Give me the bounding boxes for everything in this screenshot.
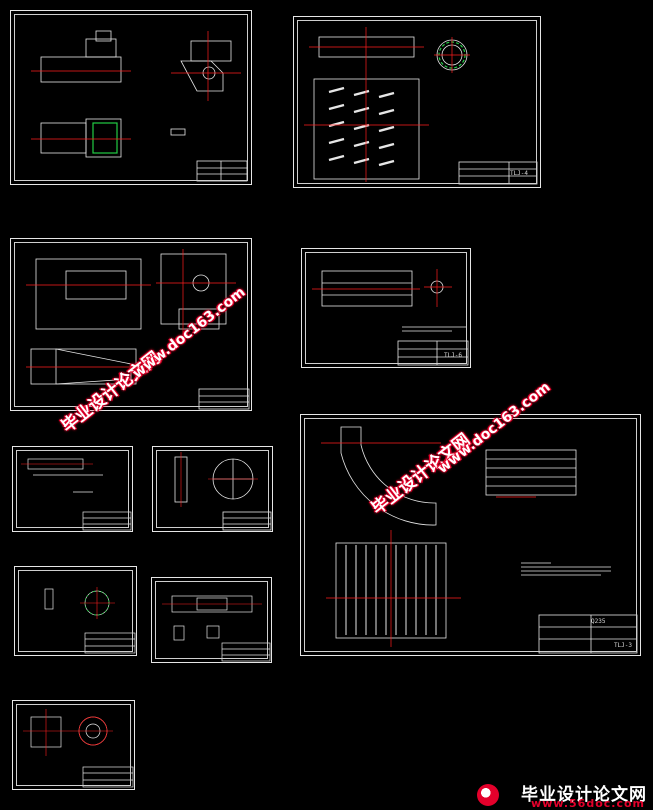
drawing-sheet-5[interactable]: Q235 TLJ-3 <box>300 414 641 656</box>
corner-logo: 毕业设计论文网 www.56doc.com <box>471 780 651 810</box>
sheet-8-geometry <box>44 587 136 654</box>
sheet-10-geometry <box>23 709 134 788</box>
sheet-9-geometry <box>162 595 271 662</box>
sheet-5-material: Q235 <box>591 618 606 625</box>
corner-logo-cn: 毕业设计论文网 <box>521 785 647 805</box>
drawing-sheet-8[interactable] <box>14 566 137 656</box>
sheet-4-geometry <box>312 269 469 366</box>
sheet-7-geometry <box>174 452 272 531</box>
sheet-5-drawing-number: TLJ-3 <box>613 642 632 649</box>
drawing-sheet-7[interactable] <box>152 446 273 532</box>
drawing-sheet-4[interactable]: TLJ-6 <box>301 248 471 368</box>
drawing-sheet-1[interactable] <box>10 10 252 185</box>
sheet-2-geometry <box>304 27 538 185</box>
site-logo-icon <box>477 784 499 806</box>
sheet-1-geometry <box>31 30 248 182</box>
drawing-sheet-3[interactable] <box>10 238 252 411</box>
drawing-sheet-2[interactable]: TLJ-4 <box>293 16 541 188</box>
drawing-sheet-10[interactable] <box>12 700 135 790</box>
corner-logo-url: www.56doc.com <box>531 797 645 810</box>
drawing-sheet-6[interactable] <box>12 446 133 532</box>
sheet-4-drawing-number: TLJ-6 <box>443 352 462 359</box>
sheet-6-geometry <box>21 458 132 531</box>
drawing-sheet-9[interactable] <box>151 577 272 663</box>
sheet-2-drawing-number: TLJ-4 <box>509 170 528 177</box>
